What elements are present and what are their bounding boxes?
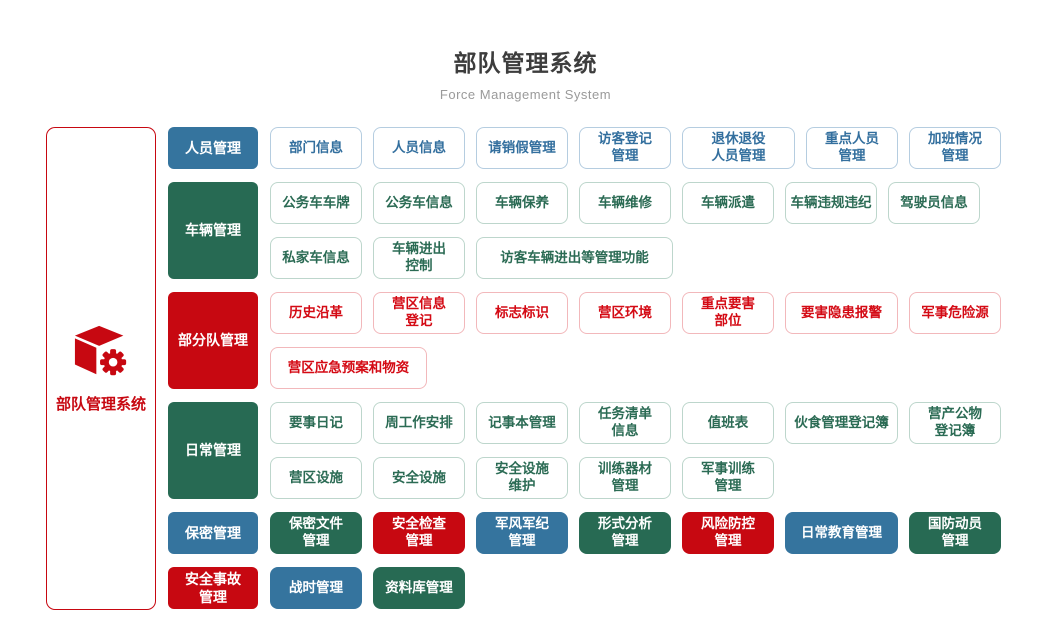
item-node: 加班情况 管理 — [909, 127, 1001, 169]
item-node: 资料库管理 — [373, 567, 465, 609]
item-node: 车辆保养 — [476, 182, 568, 224]
row: 安全事故 管理战时管理资料库管理 — [168, 567, 1006, 609]
item-node: 记事本管理 — [476, 402, 568, 444]
item-node: 标志标识 — [476, 292, 568, 334]
item-node: 保密文件 管理 — [270, 512, 362, 554]
items-group: 要事日记周工作安排记事本管理任务清单 信息值班表伙食管理登记簿营产公物 登记簿营… — [270, 402, 1006, 499]
row: 日常管理要事日记周工作安排记事本管理任务清单 信息值班表伙食管理登记簿营产公物 … — [168, 402, 1006, 499]
diagram: 部队管理系统 人员管理部门信息人员信息请销假管理访客登记 管理退休退役 人员管理… — [46, 127, 1006, 610]
item-node: 访客登记 管理 — [579, 127, 671, 169]
item-node: 人员信息 — [373, 127, 465, 169]
category-node: 人员管理 — [168, 127, 258, 169]
item-node: 部门信息 — [270, 127, 362, 169]
item-node: 安全检查 管理 — [373, 512, 465, 554]
item-node: 任务清单 信息 — [579, 402, 671, 444]
item-node: 车辆违规违纪 — [785, 182, 877, 224]
item-node: 重点人员 管理 — [806, 127, 898, 169]
item-node: 军事危险源 — [909, 292, 1001, 334]
item-node: 伙食管理登记簿 — [785, 402, 898, 444]
item-node: 形式分析 管理 — [579, 512, 671, 554]
cube-gear-icon — [71, 324, 131, 383]
item-node: 周工作安排 — [373, 402, 465, 444]
item-node: 国防动员 管理 — [909, 512, 1001, 554]
item-node: 风险防控 管理 — [682, 512, 774, 554]
row: 保密管理保密文件 管理安全检查 管理军风军纪 管理形式分析 管理风险防控 管理日… — [168, 512, 1006, 554]
item-node: 要事日记 — [270, 402, 362, 444]
grid: 人员管理部门信息人员信息请销假管理访客登记 管理退休退役 人员管理重点人员 管理… — [168, 127, 1006, 610]
row: 人员管理部门信息人员信息请销假管理访客登记 管理退休退役 人员管理重点人员 管理… — [168, 127, 1006, 169]
item-node: 日常教育管理 — [785, 512, 898, 554]
item-node: 车辆派遣 — [682, 182, 774, 224]
item-node: 公务车车牌 — [270, 182, 362, 224]
item-node: 驾驶员信息 — [888, 182, 980, 224]
root-node: 部队管理系统 — [46, 127, 156, 610]
item-node: 训练器材 管理 — [579, 457, 671, 499]
root-node-label: 部队管理系统 — [55, 395, 146, 413]
item-node: 重点要害 部位 — [682, 292, 774, 334]
row: 车辆管理公务车车牌公务车信息车辆保养车辆维修车辆派遣车辆违规违纪驾驶员信息私家车… — [168, 182, 1006, 279]
page-subtitle: Force Management System — [439, 87, 612, 102]
item-node: 历史沿革 — [270, 292, 362, 334]
item-node: 访客车辆进出等管理功能 — [476, 237, 673, 279]
item-node: 营区环境 — [579, 292, 671, 334]
items-group: 保密文件 管理安全检查 管理军风军纪 管理形式分析 管理风险防控 管理日常教育管… — [270, 512, 1006, 554]
item-node: 军事训练 管理 — [682, 457, 774, 499]
item-node: 营区应急预案和物资 — [270, 347, 427, 389]
category-node: 保密管理 — [168, 512, 258, 554]
row: 部分队管理历史沿革营区信息 登记标志标识营区环境重点要害 部位要害隐患报警军事危… — [168, 292, 1006, 389]
category-node: 车辆管理 — [168, 182, 258, 279]
item-node: 安全设施 维护 — [476, 457, 568, 499]
item-node: 营区信息 登记 — [373, 292, 465, 334]
item-node: 要害隐患报警 — [785, 292, 898, 334]
items-group: 战时管理资料库管理 — [270, 567, 1006, 609]
items-group: 历史沿革营区信息 登记标志标识营区环境重点要害 部位要害隐患报警军事危险源营区应… — [270, 292, 1006, 389]
page-title: 部队管理系统 — [453, 50, 598, 76]
item-node: 车辆进出 控制 — [373, 237, 465, 279]
category-node: 日常管理 — [168, 402, 258, 499]
item-node: 值班表 — [682, 402, 774, 444]
item-node: 安全设施 — [373, 457, 465, 499]
item-node: 战时管理 — [270, 567, 362, 609]
item-node: 公务车信息 — [373, 182, 465, 224]
item-node: 车辆维修 — [579, 182, 671, 224]
category-node: 安全事故 管理 — [168, 567, 258, 609]
item-node: 私家车信息 — [270, 237, 362, 279]
item-node: 营区设施 — [270, 457, 362, 499]
item-node: 营产公物 登记簿 — [909, 402, 1001, 444]
items-group: 公务车车牌公务车信息车辆保养车辆维修车辆派遣车辆违规违纪驾驶员信息私家车信息车辆… — [270, 182, 1006, 279]
category-node: 部分队管理 — [168, 292, 258, 389]
item-node: 退休退役 人员管理 — [682, 127, 795, 169]
items-group: 部门信息人员信息请销假管理访客登记 管理退休退役 人员管理重点人员 管理加班情况… — [270, 127, 1006, 169]
page-header: 部队管理系统 Force Management System — [0, 44, 1051, 102]
item-node: 军风军纪 管理 — [476, 512, 568, 554]
item-node: 请销假管理 — [476, 127, 568, 169]
